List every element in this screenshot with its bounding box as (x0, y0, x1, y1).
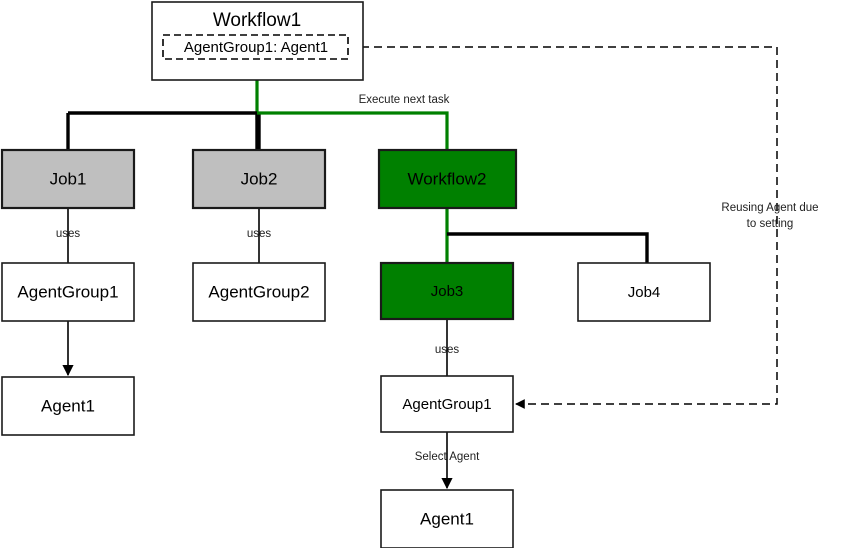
edge-label-uses-job2: uses (247, 228, 272, 240)
node-workflow1[interactable]: Workflow1 AgentGroup1: Agent1 (151, 1, 364, 81)
node-job1-label: Job1 (50, 169, 87, 188)
edge-label-uses-job3: uses (435, 344, 460, 356)
node-job3-label: Job3 (431, 283, 464, 300)
edge-workflow1-to-workflow2 (257, 111, 449, 150)
edge-workflow2-to-job4 (447, 232, 649, 263)
edge-reusing-agent-dashed (348, 46, 778, 409)
node-job1[interactable]: Job1 (0, 148, 136, 210)
node-agent1-bottom-label: Agent1 (420, 509, 474, 528)
annotation-reusing-agent-line2: to setting (747, 218, 794, 230)
node-job4-label: Job4 (628, 284, 661, 301)
node-agentgroup1-left-label: AgentGroup1 (17, 282, 118, 301)
node-agentgroup1-bottom-label: AgentGroup1 (402, 396, 491, 413)
node-workflow2-label: Workflow2 (407, 169, 486, 188)
node-job2[interactable]: Job2 (191, 148, 327, 210)
annotation-reusing-agent-line1: Reusing Agent due (721, 202, 818, 214)
node-job2-label: Job2 (241, 169, 278, 188)
node-job4[interactable]: Job4 (577, 262, 711, 322)
node-agentgroup1-left[interactable]: AgentGroup1 (1, 262, 135, 322)
edge-label-uses-job1: uses (56, 228, 81, 240)
node-agent1-left-label: Agent1 (41, 396, 95, 415)
node-agent1-bottom[interactable]: Agent1 (380, 489, 514, 548)
node-agentgroup2-label: AgentGroup2 (208, 282, 309, 301)
edge-label-execute-next-task: Execute next task (359, 94, 450, 106)
node-workflow2[interactable]: Workflow2 (377, 148, 518, 210)
workflow1-agent-binding-label: AgentGroup1: Agent1 (184, 39, 328, 56)
node-workflow1-label: Workflow1 (213, 10, 301, 31)
annotation-reusing-agent: Reusing Agent due to setting (721, 202, 818, 230)
workflow1-agent-binding-box (162, 34, 349, 60)
node-agentgroup2[interactable]: AgentGroup2 (192, 262, 326, 322)
node-agentgroup1-bottom[interactable]: AgentGroup1 (380, 375, 514, 433)
node-job3[interactable]: Job3 (379, 261, 515, 321)
node-agent1-left[interactable]: Agent1 (1, 376, 135, 436)
edge-label-select-agent: Select Agent (415, 451, 480, 463)
